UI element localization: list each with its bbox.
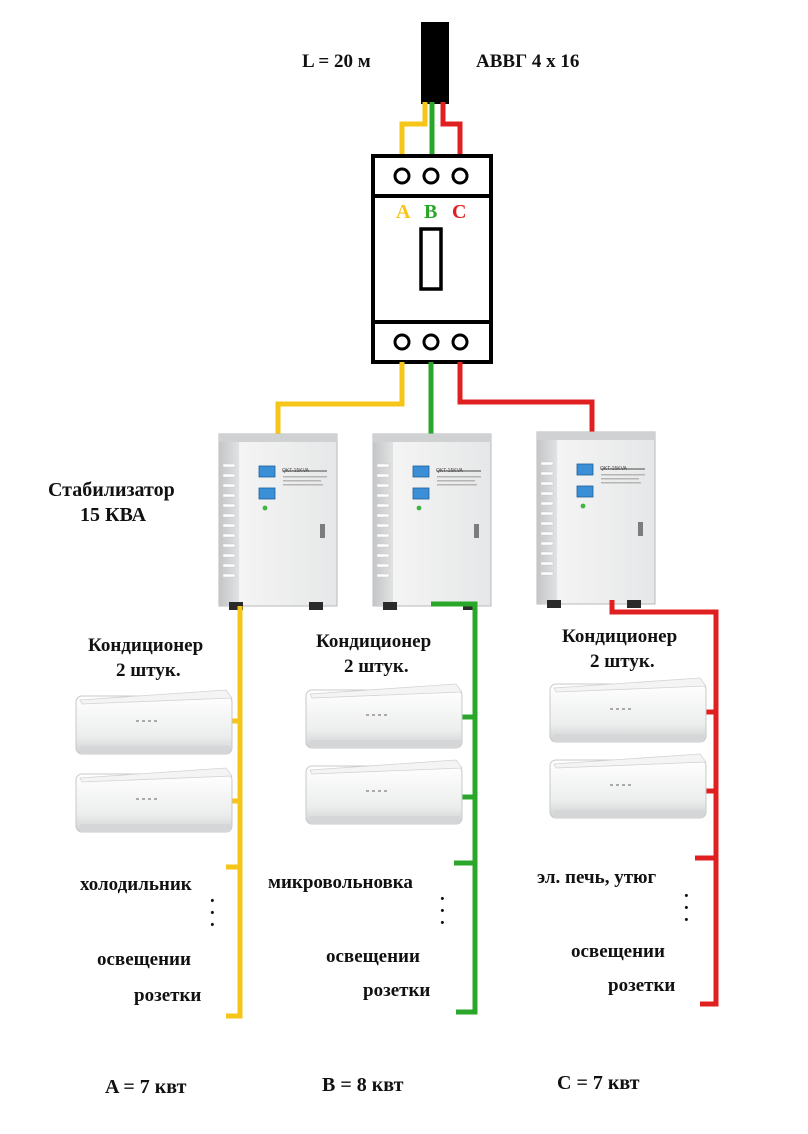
- dots-c: ...: [684, 881, 689, 926]
- load-c-3: розетки: [608, 975, 675, 996]
- ac-unit-c2: [549, 753, 707, 819]
- total-b: B = 8 квт: [322, 1074, 404, 1096]
- total-a: A = 7 квт: [105, 1076, 187, 1098]
- branch-phase-b: Кондиционер 2 штук. микровольновка ... о…: [268, 601, 478, 1096]
- svg-text:QKT-15KVA: QKT-15KVA: [600, 466, 628, 472]
- wire-phase-a-to-stabilizer: [275, 362, 405, 436]
- bus-phase-a: [226, 606, 243, 1019]
- wire-phase-c-in: [440, 102, 463, 156]
- circuit-breaker: A B C: [371, 154, 493, 364]
- wire-phase-c-to-stabilizer: [457, 362, 595, 432]
- ac-count-b: 2 штук.: [344, 656, 409, 677]
- stabilizer-rating: 15 КВА: [80, 504, 147, 526]
- bus-phase-c: [609, 600, 719, 1007]
- ac-unit-a1: [75, 689, 233, 755]
- cable-type-label: АВВГ 4 х 16: [476, 51, 579, 72]
- branch-phase-c: Кондиционер 2 штук. эл. печь, утюг ... о…: [537, 600, 719, 1094]
- ac-unit-c1: [549, 677, 707, 743]
- incoming-cable: [421, 22, 449, 104]
- stabilizer-phase-c: QKT-15KVA: [536, 431, 656, 609]
- load-c-1: эл. печь, утюг: [537, 867, 657, 888]
- ac-unit-b1: [305, 683, 463, 749]
- load-c-2: освещении: [571, 941, 665, 962]
- phase-label-b: B: [424, 201, 437, 223]
- load-b-1: микровольновка: [268, 872, 413, 893]
- ac-unit-b2: [305, 759, 463, 825]
- terminal-bottom-b: [422, 333, 440, 351]
- dots-b: ...: [440, 884, 445, 929]
- terminal-bottom-c: [451, 333, 469, 351]
- dots-a: ...: [210, 886, 215, 931]
- load-b-3: розетки: [363, 980, 430, 1001]
- ac-title-b: Кондиционер: [316, 631, 431, 652]
- phase-label-c: C: [452, 201, 466, 223]
- wire-phase-a-in: [399, 102, 428, 156]
- total-c: C = 7 квт: [557, 1072, 640, 1094]
- terminal-bottom-a: [393, 333, 411, 351]
- load-b-2: освещении: [326, 946, 420, 967]
- breaker-toggle: [419, 227, 443, 291]
- load-a-1: холодильник: [80, 874, 192, 895]
- ac-count-a: 2 штук.: [116, 660, 181, 681]
- load-a-2: освещении: [97, 949, 191, 970]
- ac-count-c: 2 штук.: [590, 651, 655, 672]
- phase-label-a: A: [396, 201, 411, 223]
- ac-title-a: Кондиционер: [88, 635, 203, 656]
- branch-phase-a: Кондиционер 2 штук. холодильник ... осве…: [75, 606, 243, 1098]
- svg-text:QKT-15KVA: QKT-15KVA: [436, 468, 464, 474]
- cable-length-label: L = 20 м: [302, 51, 371, 72]
- terminal-top-a: [393, 167, 411, 185]
- load-a-3: розетки: [134, 985, 201, 1006]
- bus-phase-b: [431, 601, 478, 1015]
- ac-unit-a2: [75, 767, 233, 833]
- stabilizer-title: Стабилизатор: [48, 479, 175, 501]
- ac-title-c: Кондиционер: [562, 626, 677, 647]
- terminal-top-c: [451, 167, 469, 185]
- terminal-top-b: [422, 167, 440, 185]
- stabilizer-phase-a: QKT-15KVA: [218, 433, 338, 611]
- stabilizer-phase-b: QKT-15KVA: [372, 433, 492, 611]
- svg-text:QKT-15KVA: QKT-15KVA: [282, 468, 310, 474]
